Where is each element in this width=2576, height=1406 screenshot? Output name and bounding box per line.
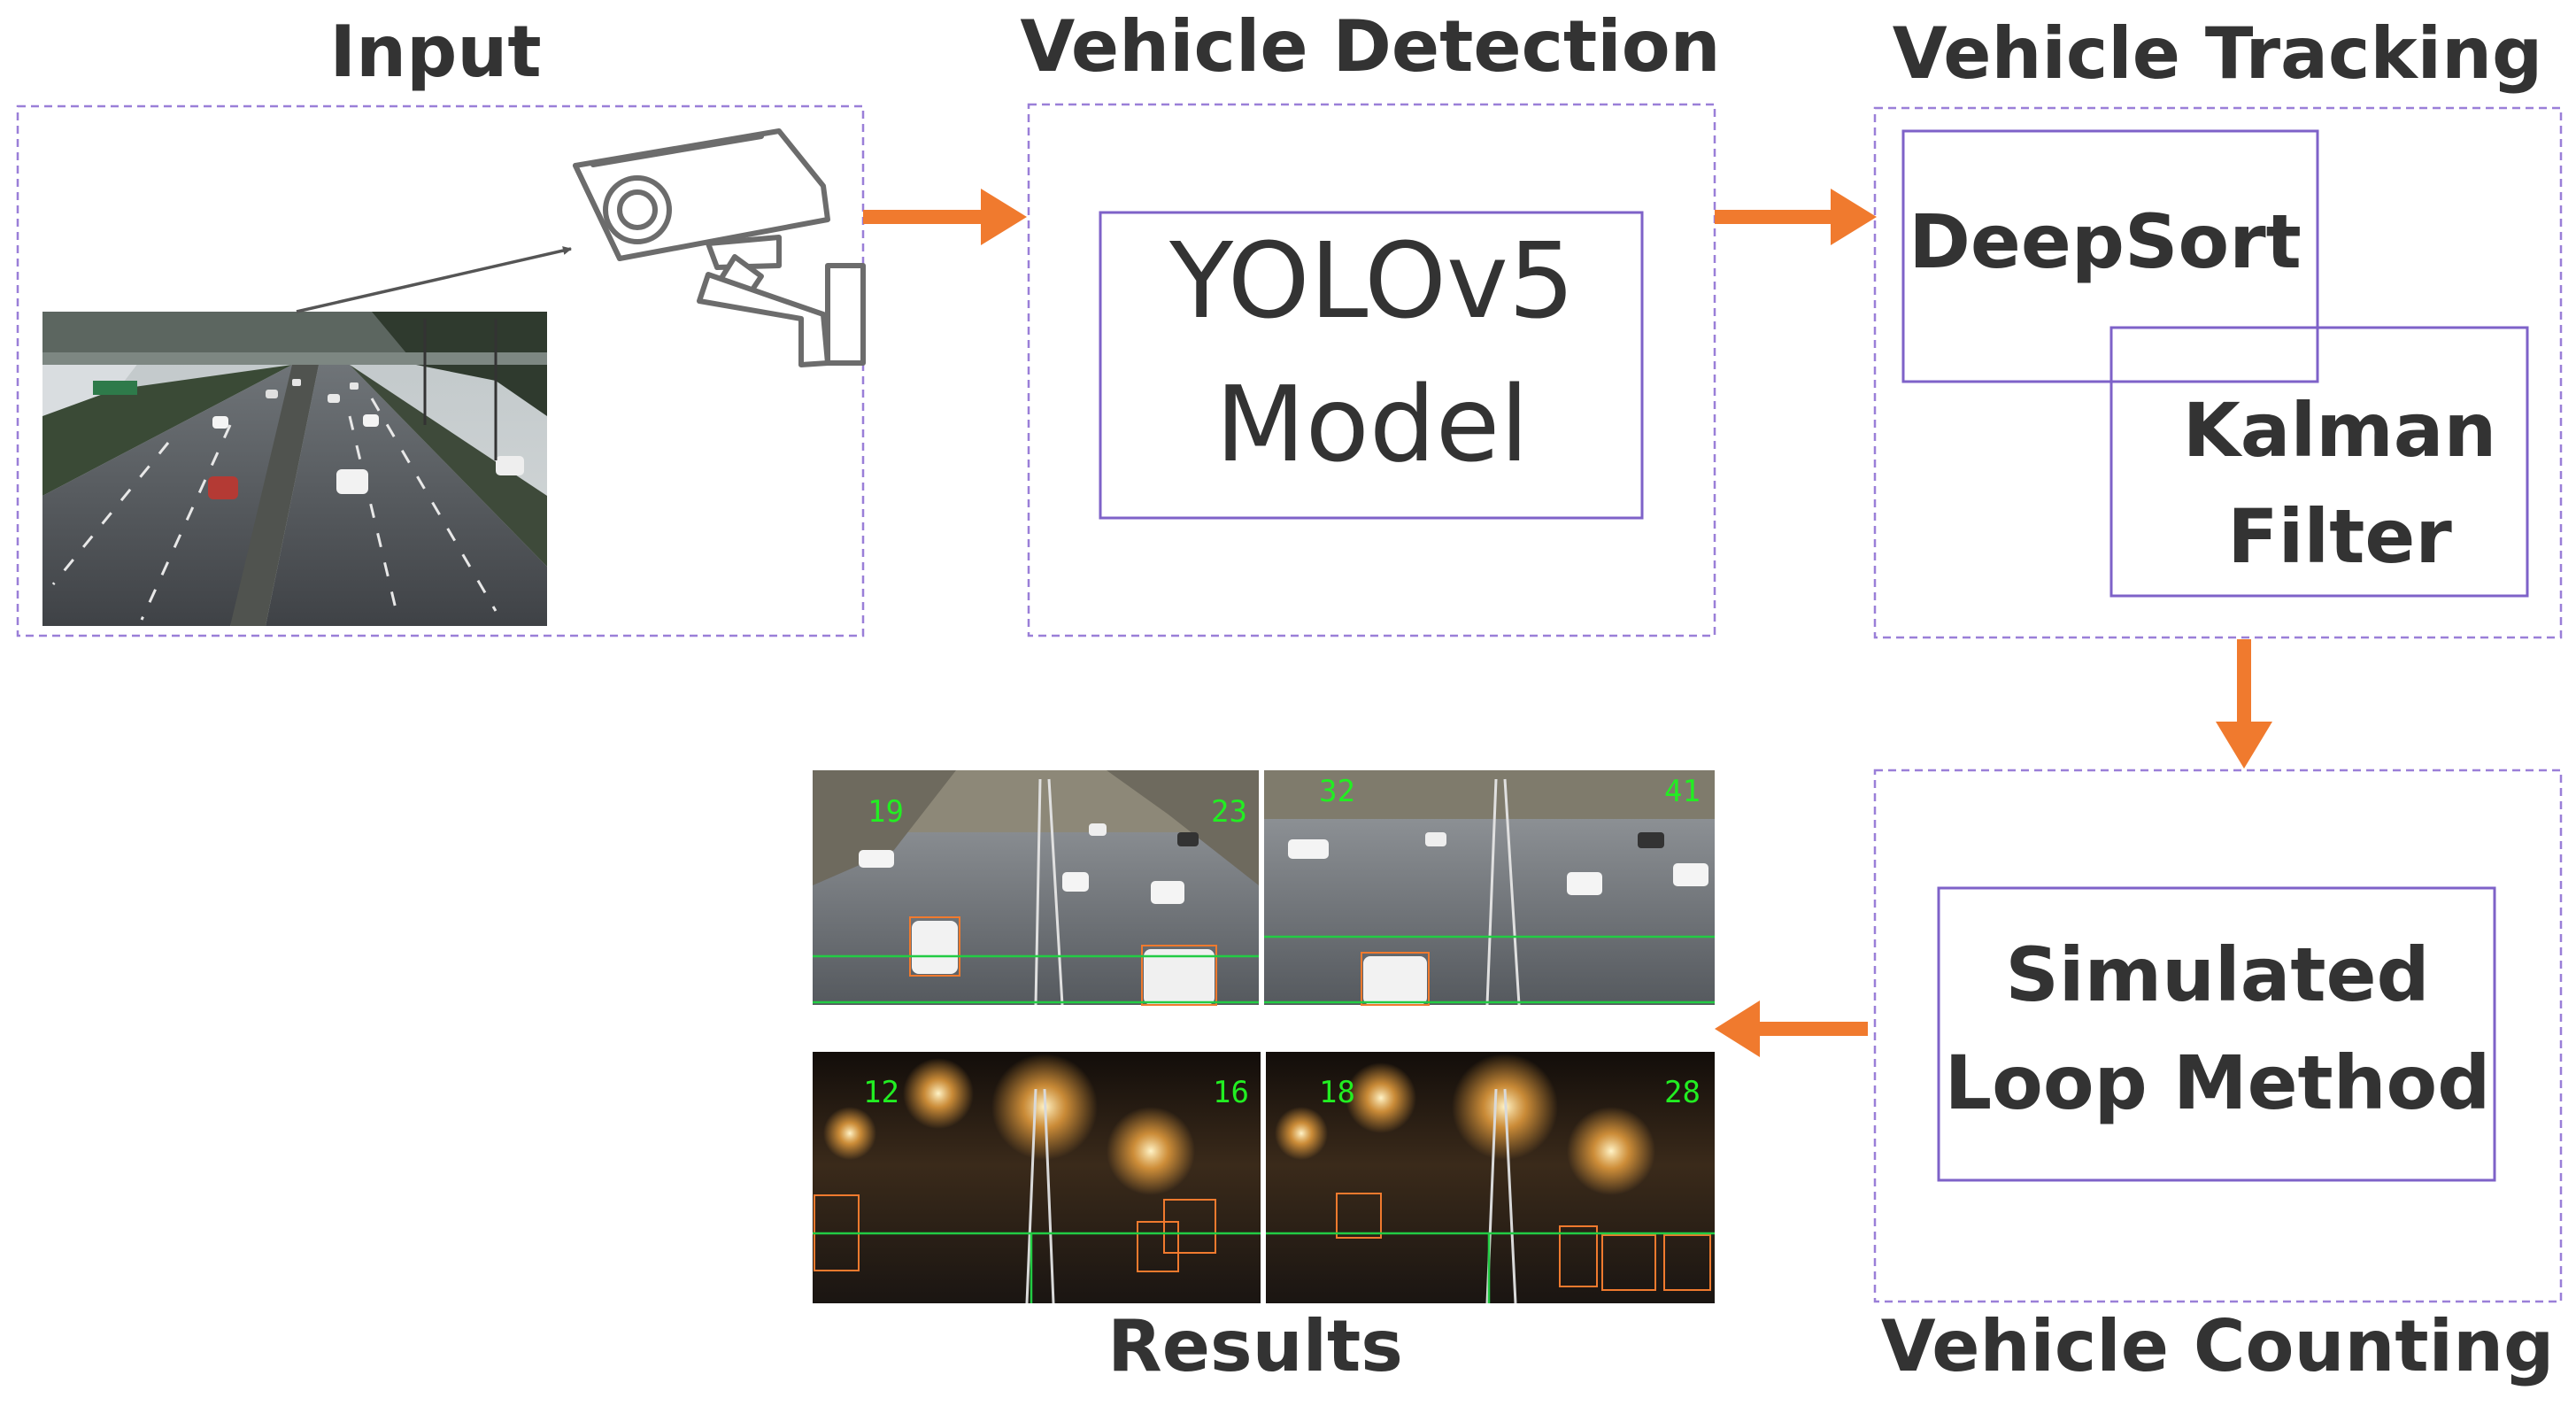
cctv-camera-icon <box>573 128 866 367</box>
deepsort-label: DeepSort <box>1909 198 2302 285</box>
counting-title: Vehicle Counting <box>1881 1305 2555 1387</box>
kalman-filter-box <box>2109 326 2529 598</box>
arrow-counting-to-results-head <box>1715 1000 1760 1057</box>
arrow-tracking-to-counting-head <box>2216 722 2272 769</box>
yolo-model-box <box>1099 211 1644 520</box>
input-box <box>16 104 865 637</box>
frame-1-count-left: 19 <box>868 794 904 830</box>
kalman-label: Kalman <box>2183 387 2497 474</box>
arrow-input-to-detection-head <box>981 189 1027 245</box>
method-line-1: Simulated <box>2005 931 2429 1018</box>
frame-3-count-left: 12 <box>863 1075 899 1110</box>
frame-4-count-left: 18 <box>1319 1075 1355 1110</box>
detection-box <box>1027 103 1716 637</box>
input-highway-image <box>42 312 547 626</box>
camera-sight-line <box>296 246 572 313</box>
input-title: Input <box>329 11 541 93</box>
detection-title: Vehicle Detection <box>1020 5 1720 88</box>
loop-method-box <box>1937 886 2496 1182</box>
frame-1-count-right: 23 <box>1211 794 1247 830</box>
frame-2-count-left: 32 <box>1319 774 1355 809</box>
frame-3-count-right: 16 <box>1213 1075 1249 1110</box>
model-label: Model <box>1215 363 1529 485</box>
result-frame-day-2: 32 41 <box>1264 770 1715 1006</box>
results-grid: 19 23 32 41 <box>813 770 1715 1304</box>
method-line-2: Loop Method <box>1945 1039 2491 1126</box>
result-frame-night-1: 12 16 <box>813 1052 1261 1304</box>
model-name: YOLOv5 <box>1168 220 1575 342</box>
tracking-title: Vehicle Tracking <box>1893 12 2543 95</box>
arrow-detection-to-tracking-head <box>1831 189 1877 245</box>
result-frame-day-1: 19 23 <box>813 770 1259 1006</box>
counting-box <box>1873 769 2563 1303</box>
frame-4-count-right: 28 <box>1664 1075 1701 1110</box>
results-title: Results <box>1107 1305 1403 1387</box>
result-frame-night-2: 18 28 <box>1266 1052 1715 1304</box>
filter-label: Filter <box>2227 493 2452 580</box>
tracking-box <box>1873 106 2563 639</box>
frame-2-count-right: 41 <box>1664 774 1701 809</box>
